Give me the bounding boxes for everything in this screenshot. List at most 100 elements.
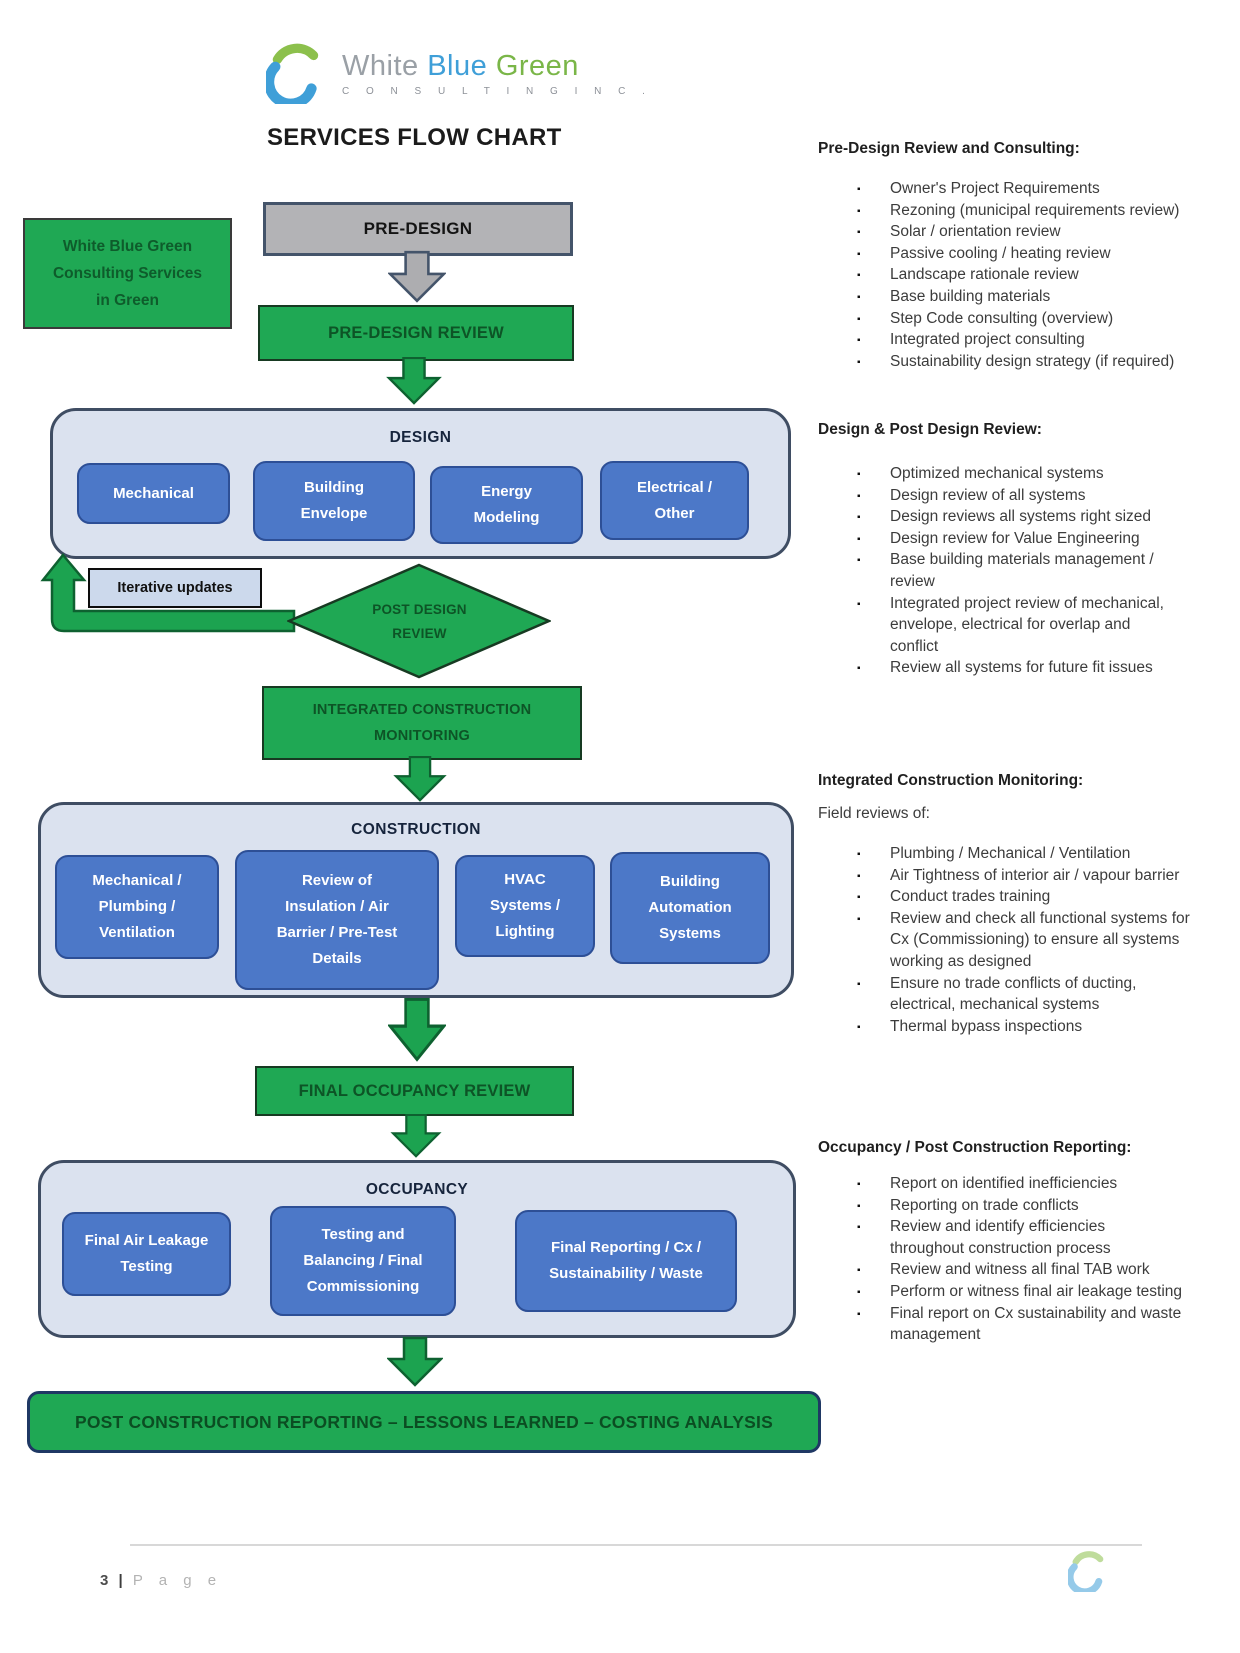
bullet-marker-icon: ▪ bbox=[857, 1286, 861, 1298]
notes-list-occupancy: ▪ Report on identified inefficiencies ▪ … bbox=[857, 1173, 1240, 1346]
note-bullet: ▪ Conduct trades training bbox=[857, 886, 1240, 908]
arrow-down-green-3 bbox=[388, 998, 446, 1062]
arrow-elbow-iterative bbox=[40, 553, 296, 633]
notes-list-icm: ▪ Plumbing / Mechanical / Ventilation ▪ … bbox=[857, 843, 1240, 1037]
arrow-down-green-5 bbox=[387, 1336, 443, 1387]
design-title: DESIGN bbox=[389, 429, 452, 446]
note-bullet: ▪ Plumbing / Mechanical / Ventilation bbox=[857, 843, 1240, 865]
note-bullet: ▪ Review and identify efficiencies throu… bbox=[857, 1218, 1111, 1257]
bullet-marker-icon: ▪ bbox=[857, 313, 861, 325]
legend-box: White Blue Green Consulting Services in … bbox=[23, 218, 232, 329]
bullet-marker-icon: ▪ bbox=[857, 356, 861, 368]
note-bullet: ▪ Thermal bypass inspections bbox=[857, 1016, 1240, 1038]
note-bullet: ▪ Final report on Cx sustainability and … bbox=[857, 1304, 1182, 1344]
note-bullet: ▪ Integrated project consulting bbox=[857, 329, 1240, 351]
notes-heading-design-review: Design & Post Design Review: bbox=[818, 421, 1042, 438]
bullet-marker-icon: ▪ bbox=[857, 1021, 861, 1033]
note-bullet: ▪ Air Tightness of interior air / vapour… bbox=[857, 865, 1240, 887]
note-bullet: ▪ Step Code consulting (overview) bbox=[857, 308, 1240, 330]
brand-subtitle: C O N S U L T I N G I N C . bbox=[342, 85, 652, 97]
logo-swirl-icon bbox=[266, 43, 319, 104]
arrow-down-green-1 bbox=[386, 357, 442, 405]
note-bullet: ▪ Landscape rationale review bbox=[857, 264, 1240, 286]
brand-white: White bbox=[342, 49, 419, 82]
company-logo: White Blue Green C O N S U L T I N G I N… bbox=[266, 42, 652, 104]
note-bullet: ▪ Solar / orientation review bbox=[857, 221, 1240, 243]
bullet-marker-icon: ▪ bbox=[857, 1179, 861, 1190]
note-bullet: ▪ Design reviews all systems right sized bbox=[857, 506, 1240, 528]
notes-list-design-review: ▪ Optimized mechanical systems ▪ Design … bbox=[857, 463, 1240, 679]
bullet-marker-icon: ▪ bbox=[857, 849, 861, 860]
construction-item-hvac-lighting: HVAC Systems / Lighting bbox=[455, 855, 595, 957]
bullet-marker-icon: ▪ bbox=[857, 555, 861, 567]
construction-item-building-automation: Building Automation Systems bbox=[610, 852, 770, 964]
note-bullet: ▪ Report on identified inefficiencies bbox=[857, 1173, 1240, 1195]
footer-logo-swirl-icon bbox=[1068, 1551, 1104, 1592]
occupancy-title: OCCUPANCY bbox=[365, 1181, 469, 1198]
design-item-electrical-other: Electrical / Other bbox=[600, 461, 749, 540]
notes-heading-pre-design: Pre-Design Review and Consulting: bbox=[818, 140, 1080, 157]
construction-title: CONSTRUCTION bbox=[351, 821, 481, 838]
bullet-marker-icon: ▪ bbox=[857, 978, 861, 990]
note-bullet: ▪ Base building materials bbox=[857, 286, 1240, 308]
brand-blue: Blue bbox=[427, 49, 488, 82]
note-bullet: ▪ Review all systems for future fit issu… bbox=[857, 657, 1240, 679]
bullet-marker-icon: ▪ bbox=[857, 490, 861, 502]
bullet-marker-icon: ▪ bbox=[857, 533, 861, 545]
footer-divider bbox=[130, 1544, 1142, 1546]
bullet-marker-icon: ▪ bbox=[857, 248, 861, 260]
construction-item-insulation-review: Review of Insulation / Air Barrier / Pre… bbox=[235, 850, 439, 990]
note-bullet: ▪ Perform or witness final air leakage t… bbox=[857, 1281, 1240, 1303]
note-bullet: ▪ Ensure no trade conflicts of ducting, … bbox=[857, 974, 1137, 1014]
notes-heading-occupancy: Occupancy / Post Construction Reporting: bbox=[818, 1139, 1132, 1156]
note-bullet: ▪ Rezoning (municipal requirements revie… bbox=[857, 200, 1240, 222]
bullet-marker-icon: ▪ bbox=[857, 1222, 861, 1234]
bullet-marker-icon: ▪ bbox=[857, 870, 861, 882]
note-bullet: ▪ Review and check all functional system… bbox=[857, 909, 1190, 970]
arrow-down-gray bbox=[388, 250, 446, 303]
footer-page-number: 3 | P a g e bbox=[100, 1572, 222, 1589]
occupancy-item-final-reporting: Final Reporting / Cx / Sustainability / … bbox=[515, 1210, 737, 1312]
page-number: 3 bbox=[100, 1572, 109, 1589]
note-bullet: ▪ Reporting on trade conflicts bbox=[857, 1195, 1240, 1217]
bullet-marker-icon: ▪ bbox=[857, 335, 861, 347]
node-pre-design: PRE-DESIGN bbox=[263, 202, 573, 256]
bullet-marker-icon: ▪ bbox=[857, 184, 861, 195]
design-item-building-envelope: Building Envelope bbox=[253, 461, 415, 541]
page-number-separator: | bbox=[118, 1572, 123, 1589]
bullet-marker-icon: ▪ bbox=[857, 913, 861, 925]
arrow-down-green-2 bbox=[393, 756, 447, 802]
bullet-marker-icon: ▪ bbox=[857, 1265, 861, 1277]
bullet-marker-icon: ▪ bbox=[857, 270, 861, 282]
brand-green: Green bbox=[495, 49, 579, 82]
bullet-marker-icon: ▪ bbox=[857, 291, 861, 303]
note-bullet: ▪ Optimized mechanical systems bbox=[857, 463, 1240, 485]
page-label: P a g e bbox=[132, 1572, 223, 1589]
bullet-marker-icon: ▪ bbox=[857, 205, 861, 217]
note-bullet: ▪ Passive cooling / heating review bbox=[857, 243, 1240, 265]
bullet-marker-icon: ▪ bbox=[857, 227, 861, 239]
node-final-occupancy-review: FINAL OCCUPANCY REVIEW bbox=[255, 1066, 574, 1116]
note-bullet: ▪ Review and witness all final TAB work bbox=[857, 1259, 1240, 1281]
note-bullet: ▪ Owner's Project Requirements bbox=[857, 178, 1240, 200]
bullet-marker-icon: ▪ bbox=[857, 1200, 861, 1212]
notes-heading-icm: Integrated Construction Monitoring: bbox=[818, 772, 1084, 789]
node-pre-design-review: PRE-DESIGN REVIEW bbox=[258, 305, 574, 361]
note-bullet: ▪ Base building materials management / r… bbox=[857, 551, 1154, 590]
post-design-review-label: POST DESIGN REVIEW bbox=[372, 602, 467, 641]
note-bullet: ▪ Sustainability design strategy (if req… bbox=[857, 351, 1240, 373]
node-integrated-construction-monitoring: INTEGRATED CONSTRUCTION MONITORING bbox=[262, 686, 582, 760]
note-bullet: ▪ Design review for Value Engineering bbox=[857, 528, 1240, 550]
note-bullet: ▪ Integrated project review of mechanica… bbox=[857, 594, 1164, 655]
page-title: SERVICES FLOW CHART bbox=[267, 124, 562, 151]
occupancy-item-final-air-leakage: Final Air Leakage Testing bbox=[62, 1212, 231, 1296]
design-item-energy-modeling: Energy Modeling bbox=[430, 466, 583, 544]
design-item-mechanical: Mechanical bbox=[77, 463, 230, 524]
bullet-marker-icon: ▪ bbox=[857, 892, 861, 904]
notes-intro-field-reviews: Field reviews of: bbox=[818, 805, 930, 822]
brand-words: White Blue Green C O N S U L T I N G I N… bbox=[342, 50, 652, 97]
notes-list-pre-design: ▪ Owner's Project Requirements ▪ Rezonin… bbox=[857, 178, 1240, 372]
bullet-marker-icon: ▪ bbox=[857, 663, 861, 675]
construction-item-mechanical-plumbing-ventilation: Mechanical / Plumbing / Ventilation bbox=[55, 855, 219, 959]
